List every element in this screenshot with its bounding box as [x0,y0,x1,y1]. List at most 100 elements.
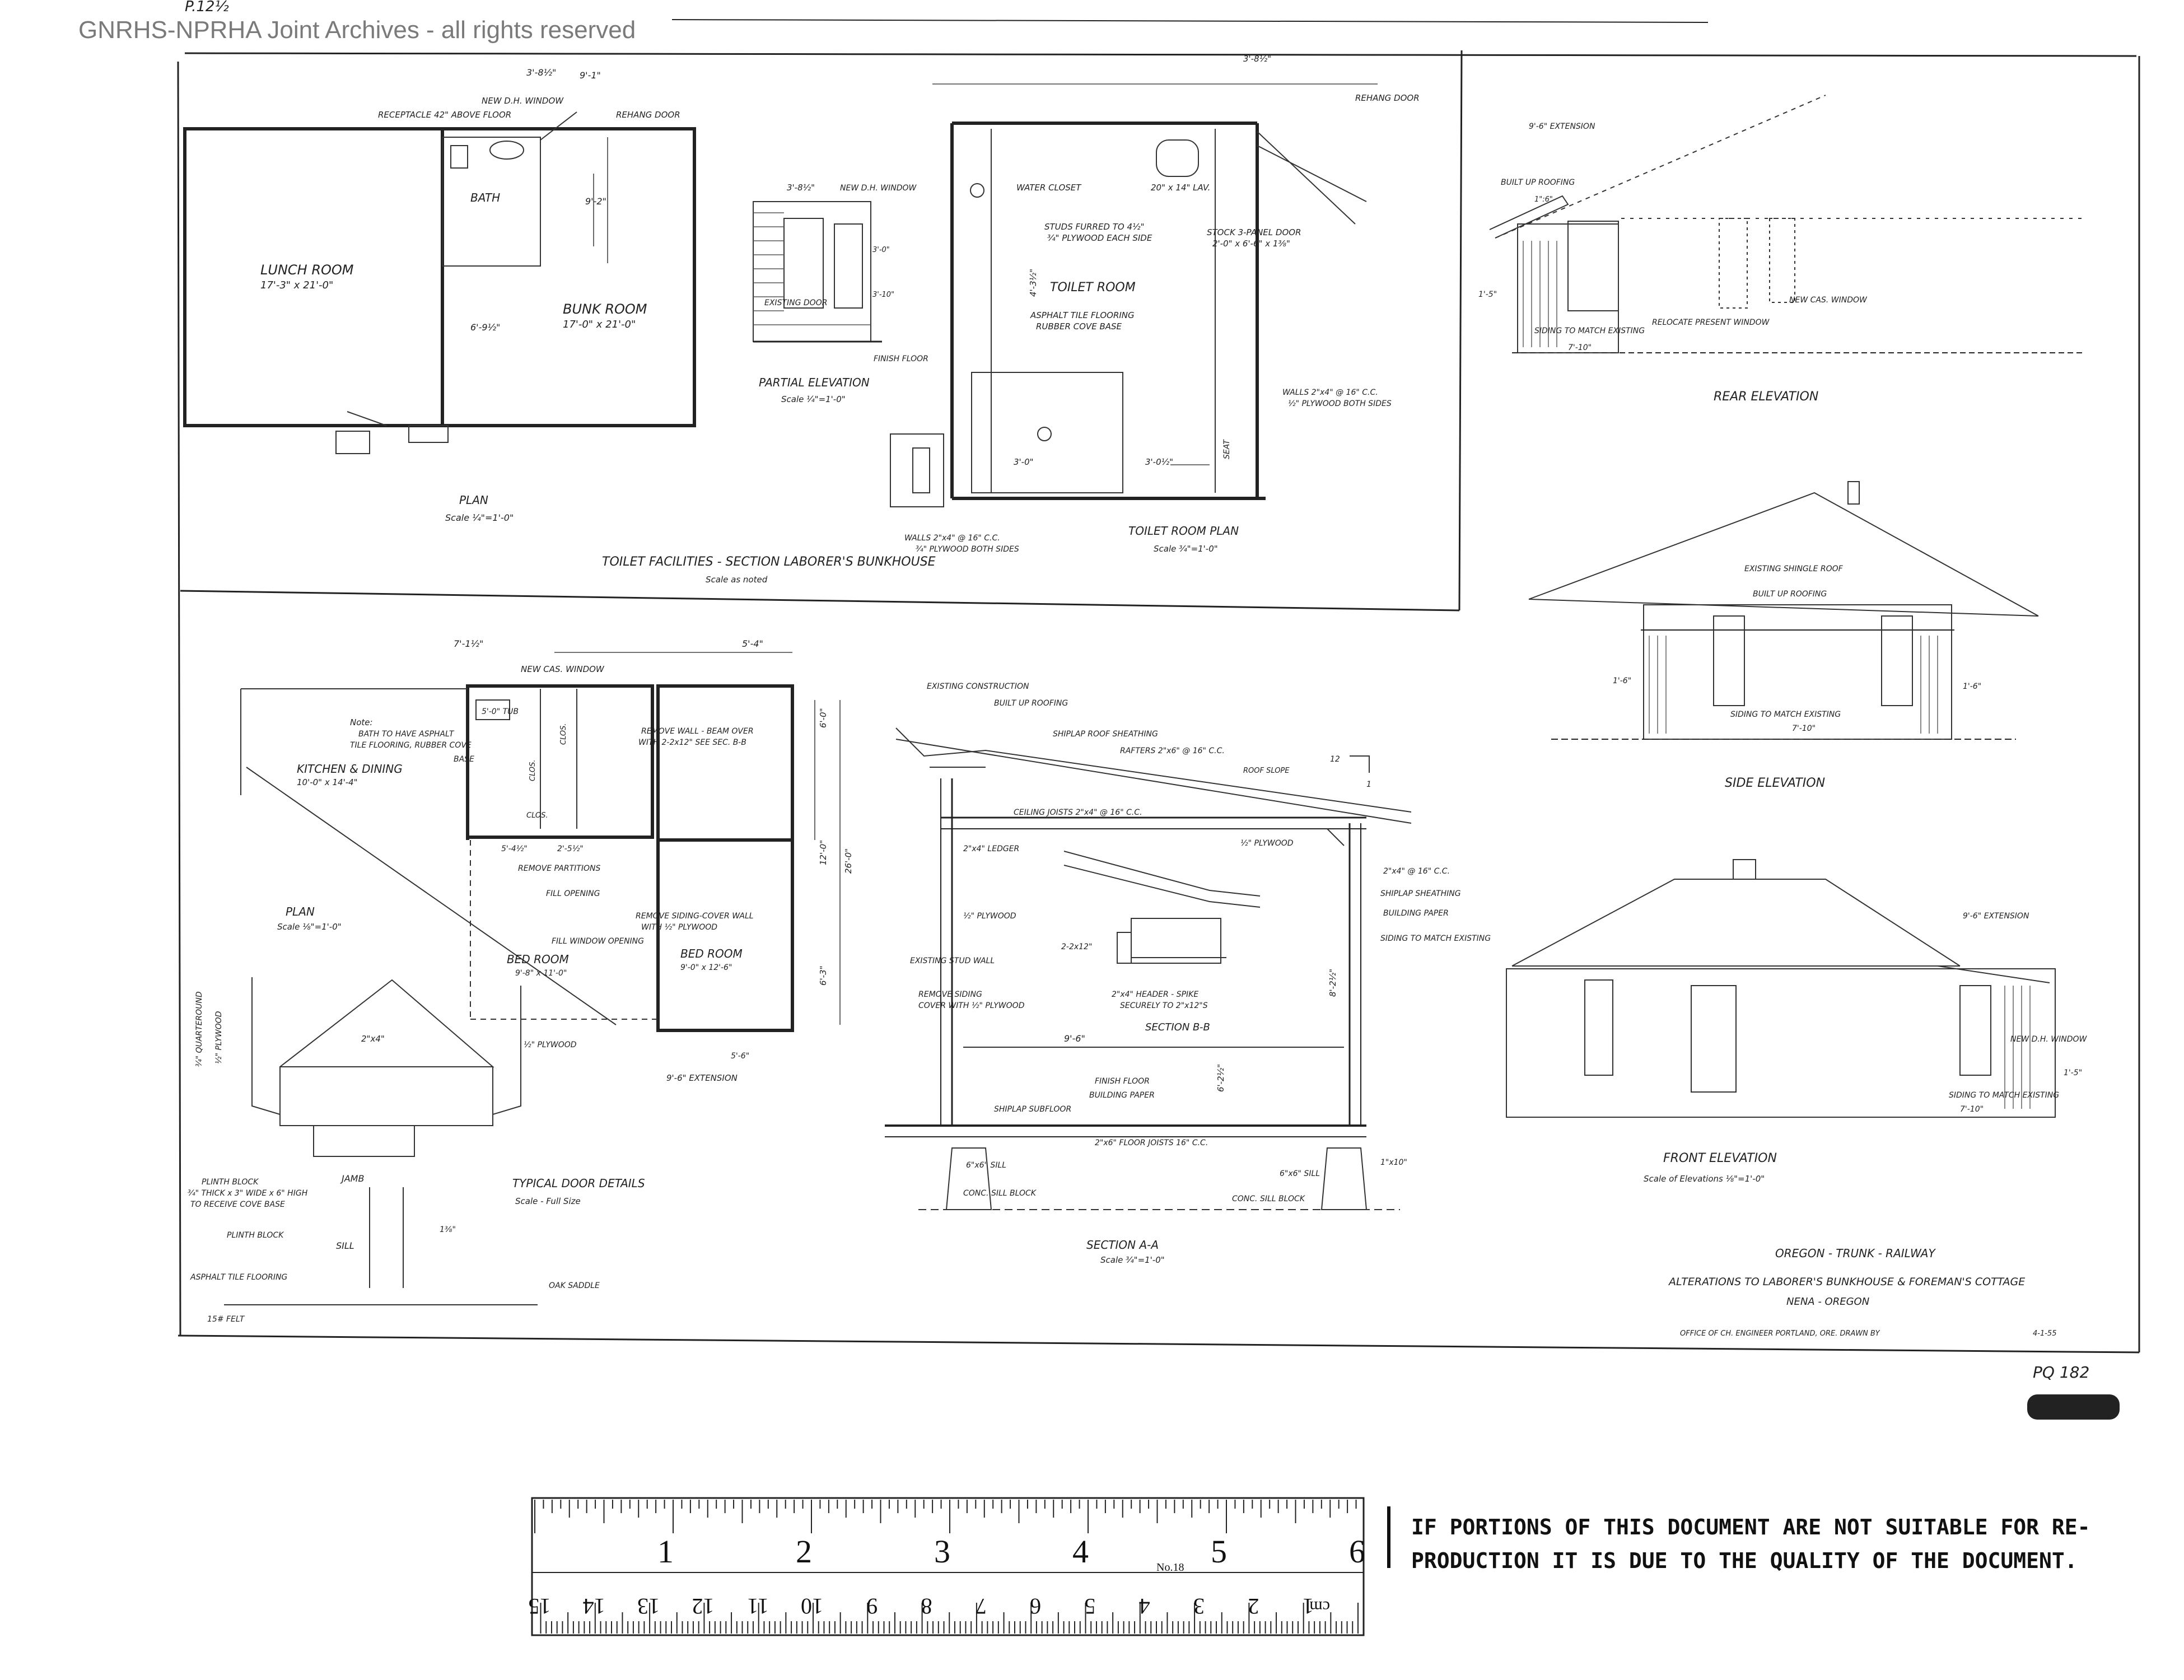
stock-door-note: STOCK 3-PANEL DOOR [1207,227,1301,237]
new-window-note: NEW D.H. WINDOW [482,96,564,106]
side-dim-left: 1'-6" [1613,676,1631,685]
tub-label: 5'-0" TUB [482,707,519,716]
door-quarteround: ¾" QUARTEROUND [195,991,204,1067]
archive-watermark: GNRHS-NPRHA Joint Archives - all rights … [78,16,636,44]
door-size-note: 2'-0" x 6'-6" x 1⅜" [1212,239,1290,249]
quality-notice-line-2: PRODUCTION IT IS DUE TO THE QUALITY OF T… [1411,1548,2078,1573]
plan-a-scale: Scale ¼"=1'-0" [445,512,514,523]
front-elevation-scale: Scale of Elevations ⅛"=1'-0" [1644,1174,1765,1184]
plan-b-new-cas: NEW CAS. WINDOW [521,664,605,674]
aa-studs: 2"x4" @ 16" C.C. [1383,867,1450,876]
rear-slope: 1":6" [1534,195,1553,204]
door-plywood: ½" PLYWOOD [214,1011,223,1064]
aa-plywood: ½" PLYWOOD [1240,839,1294,848]
ruler-inch-label: 6 [1349,1533,1365,1570]
remove-siding-note: REMOVE SIDING-COVER WALL [636,912,754,921]
plan-b-dim-d: 12'-0" [818,840,828,865]
front-elevation: 9'-6" EXTENSION NEW D.H. WINDOW SIDING T… [1506,859,2088,1184]
toilet-dim-3: 4'-3½" [1028,269,1038,297]
front-elevation-title: FRONT ELEVATION [1663,1151,1777,1165]
side-elevation: EXISTING SHINGLE ROOF BUILT UP ROOFING S… [1528,481,2039,790]
rear-elevation: 9'-6" EXTENSION BUILT UP ROOFING 1":6" N… [1478,95,2083,404]
quality-notice: IF PORTIONS OF THIS DOCUMENT ARE NOT SUI… [1387,1506,2090,1573]
rear-built-up: BUILT UP ROOFING [1501,178,1575,187]
studs-note: STUDS FURRED TO 4½" [1044,222,1144,232]
dim-bath-h: 9'-2" [585,196,606,207]
toilet-room-plan: 3'-8½" REHANG DOOR WATER CLOSET 20" x 14… [602,54,1420,585]
toilet-room-plan-scale: Scale ¾"=1'-0" [1154,544,1218,554]
ruler-inch-label: 3 [934,1533,950,1570]
section-aa: EXISTING CONSTRUCTION BUILT UP ROOFING S… [885,682,1491,1265]
bb-header: 2"x4" HEADER - SPIKE [1112,990,1198,999]
bb-header-2: SECURELY TO 2"x12"S [1120,1001,1208,1010]
plan-b-note-title: Note: [350,717,373,727]
door-details-scale: Scale - Full Size [515,1196,581,1206]
bath-label: BATH [470,191,500,204]
ruler-cm-label: 15 [529,1594,551,1619]
bed-room-2-size: 9'-0" x 12'-6" [680,963,732,972]
partial-elevation: 3'-8½" NEW D.H. WINDOW EXISTING DOOR FIN… [753,183,928,404]
toilet-facilities-scale: Scale as noted [706,575,768,585]
kitchen-size: 10'-0" x 14'-4" [297,777,358,787]
title-block: OREGON - TRUNK - RAILWAY ALTERATIONS TO … [1668,1247,2120,1420]
ruler-inch-label: 4 [1072,1533,1089,1570]
toilet-dim-2: 3'-0½" [1145,457,1173,467]
plan-b-note-3: BASE [454,755,474,764]
dim-mid: 6'-9½" [470,322,500,333]
aa-conc-right: CONC. SILL BLOCK [1232,1194,1306,1203]
aa-ledger: 2"x4" LEDGER [963,844,1019,853]
door-2x4: 2"x4" [361,1034,385,1044]
oak-saddle: OAK SADDLE [549,1281,600,1290]
aa-shiplap-roof: SHIPLAP ROOF SHEATHING [1053,730,1158,739]
ruler-cm-label: 10 [801,1594,823,1619]
plan-b-title: PLAN [286,905,315,918]
side-siding: SIDING TO MATCH EXISTING [1730,710,1841,719]
aa-dim-h: 8'-2½" [1328,969,1338,997]
plan-b-plywood: ½" PLYWOOD [524,1040,577,1049]
plan-b-note-1: BATH TO HAVE ASPHALT [358,730,455,739]
aa-existing-stud: EXISTING STUD WALL [910,956,995,965]
jamb-label: JAMB [340,1173,364,1184]
ruler-model: No.18 [1156,1561,1184,1574]
aa-board: 1"x10" [1380,1158,1407,1167]
side-shingle: EXISTING SHINGLE ROOF [1744,564,1844,573]
sheet-border [177,19,2140,1354]
aa-slope-12: 12 [1330,755,1340,764]
asphalt-note: ASPHALT TILE FLOORING [1030,310,1135,320]
ruler-inch-label: 1 [657,1533,674,1570]
ruler-cm-label: 3 [1193,1594,1205,1619]
ruler-cm-label: 5 [1085,1594,1096,1619]
ruler-cm-label: 7 [976,1594,987,1619]
railway-name: OREGON - TRUNK - RAILWAY [1775,1247,1936,1260]
ruler-cm-label: 12 [692,1594,714,1619]
toilet-rehang-door: REHANG DOOR [1355,93,1420,103]
side-dim-right: 1'-6" [1963,682,1981,691]
quality-notice-line-1: IF PORTIONS OF THIS DOCUMENT ARE NOT SUI… [1411,1515,2090,1539]
ruler-cm-label: 6 [1030,1594,1041,1619]
plan-b-dim-i: 5'-6" [731,1052,749,1061]
ruler-inch-label: 2 [796,1533,812,1570]
plan-b-dim-g: 5'-4½" [501,844,528,853]
section-aa-title: SECTION A-A [1086,1238,1159,1252]
drawing-location: NENA - OREGON [1786,1296,1869,1308]
felt-label: 15# FELT [207,1315,245,1324]
bed-room-2-label: BED ROOM [680,947,743,960]
dim-top-b: 9'-1" [580,70,601,81]
plinth-note-2: ¾" THICK x 3" WIDE x 6" HIGH [188,1189,308,1198]
clos-2: CLOS. [529,759,537,781]
seat-label: SEAT [1222,439,1231,459]
plinth-note-1: PLINTH BLOCK [202,1178,259,1187]
plan-b-note-2: TILE FLOORING, RUBBER COVE [350,741,472,750]
rear-dim-side: 1'-5" [1478,290,1497,299]
ruler-cm-label: cm [1309,1598,1330,1616]
bb-beam: 2-2x12" [1061,942,1092,951]
aa-shiplap: SHIPLAP SHEATHING [1380,889,1461,898]
rear-siding: SIDING TO MATCH EXISTING [1534,326,1645,335]
fill-opening-note: FILL OPENING [546,889,600,898]
ruler-cm-label: 4 [1139,1594,1150,1619]
partial-elevation-scale: Scale ¼"=1'-0" [781,394,846,404]
aa-roof-slope: ROOF SLOPE [1243,767,1290,775]
aa-conc-left: CONC. SILL BLOCK [963,1189,1037,1198]
ruler-inch-label: 5 [1211,1533,1227,1570]
aa-existing-construction: EXISTING CONSTRUCTION [927,682,1029,691]
